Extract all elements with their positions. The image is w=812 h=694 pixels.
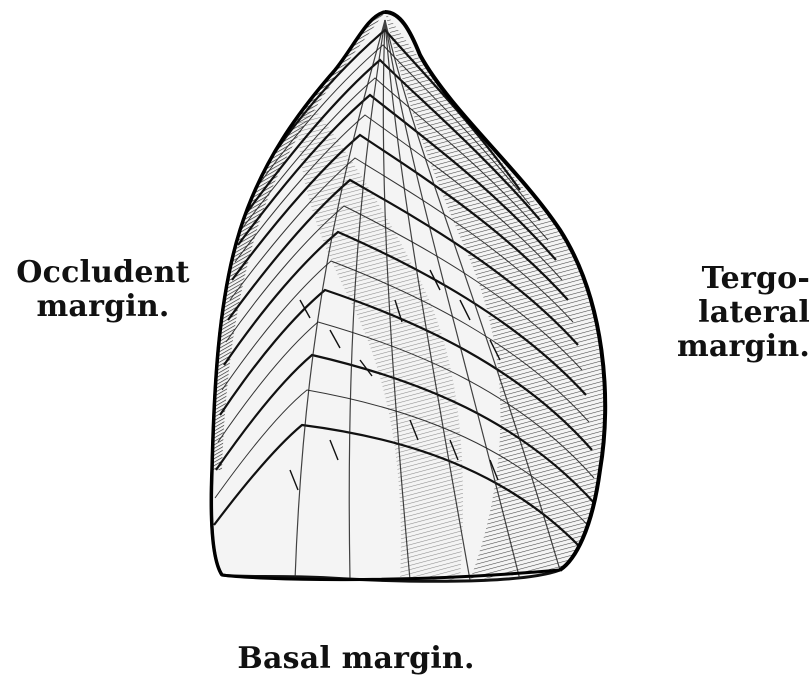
- occludent-margin-label-line2: margin.: [8, 290, 198, 324]
- occludent-margin-label: Occludent margin.: [8, 256, 198, 324]
- tergolateral-margin-label-line1: Tergo-: [660, 262, 810, 296]
- tergolateral-margin-label-line3: margin.: [660, 330, 810, 364]
- basal-margin-label: Basal margin.: [226, 642, 486, 676]
- tergolateral-margin-label-line2: lateral: [660, 296, 810, 330]
- occludent-margin-label-line1: Occludent: [8, 256, 198, 290]
- tergolateral-margin-label: Tergo- lateral margin.: [660, 262, 810, 364]
- basal-margin-label-text: Basal margin.: [226, 642, 486, 676]
